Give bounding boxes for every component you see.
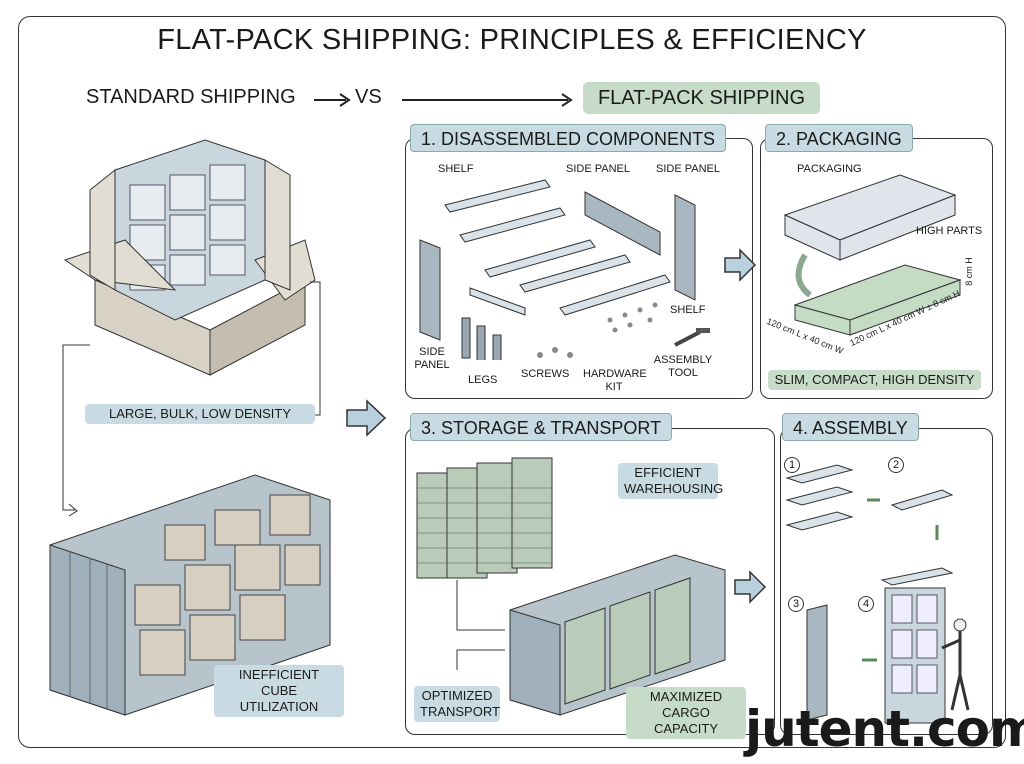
label-hardware-kit: HARDWARE KIT [583,368,647,393]
panel3-heading: 3. STORAGE & TRANSPORT [410,413,673,441]
panel4-heading: 4. ASSEMBLY [782,413,919,441]
panel1-heading: 1. DISASSEMBLED COMPONENTS [410,124,727,152]
packaging-illustration [783,174,962,336]
label-height-dimension: 8 cm H [963,257,974,286]
bulk-label: LARGE, BULK, LOW DENSITY [85,404,315,424]
step-1-badge: 1 [784,457,800,473]
panel2-heading: 2. PACKAGING [765,124,913,152]
step-3-badge: 3 [788,596,804,612]
label-side-panel: SIDE PANEL [656,163,720,175]
slim-compact-badge: SLIM, COMPACT, HIGH DENSITY [768,370,981,390]
label-assembly-tool: ASSEMBLY TOOL [653,354,713,379]
label-side-panel: SIDE PANEL [414,346,450,371]
optimized-transport-label: OPTIMIZED TRANSPORT [414,686,500,722]
label-legs: LEGS [468,374,498,386]
page-title: FLAT-PACK SHIPPING: PRINCIPLES & EFFICIE… [157,24,867,56]
components-illustration [419,179,710,360]
label-high-parts: HIGH PARTS [916,225,983,237]
efficient-warehousing-label: EFFICIENT WAREHOUSING [618,463,723,499]
vs-label: VS [355,86,382,108]
label-side-panel: SIDE PANEL [566,163,630,175]
label-shelf: SHELF [438,163,474,175]
maximized-capacity-label: MAXIMIZED CARGO CAPACITY [626,687,746,739]
step-2-badge: 2 [888,457,904,473]
watermark: jutent.com [745,700,1024,758]
right-arrow-icon [346,399,387,437]
loaded-container-illustration [456,554,726,716]
assembly-steps-illustration [785,464,970,724]
label-screws: SCREWS [521,368,570,380]
label-packaging: PACKAGING [797,163,862,175]
inefficient-label: INEFFICIENT CUBE UTILIZATION [214,665,344,717]
flat-pack-shipping-badge: FLAT-PACK SHIPPING [583,82,820,114]
infographic-frame [18,16,1006,748]
right-arrow-icon [734,570,767,604]
step-4-badge: 4 [858,596,874,612]
right-arrow-icon [724,248,757,282]
arrow-icon [402,93,573,107]
bulky-box-illustration [63,139,316,376]
label-shelf: SHELF [670,304,706,316]
arrow-icon [314,93,351,107]
standard-shipping-label: STANDARD SHIPPING [86,86,296,108]
inefficient-container-illustration [49,474,331,716]
warehouse-stacks-illustration [416,457,553,579]
